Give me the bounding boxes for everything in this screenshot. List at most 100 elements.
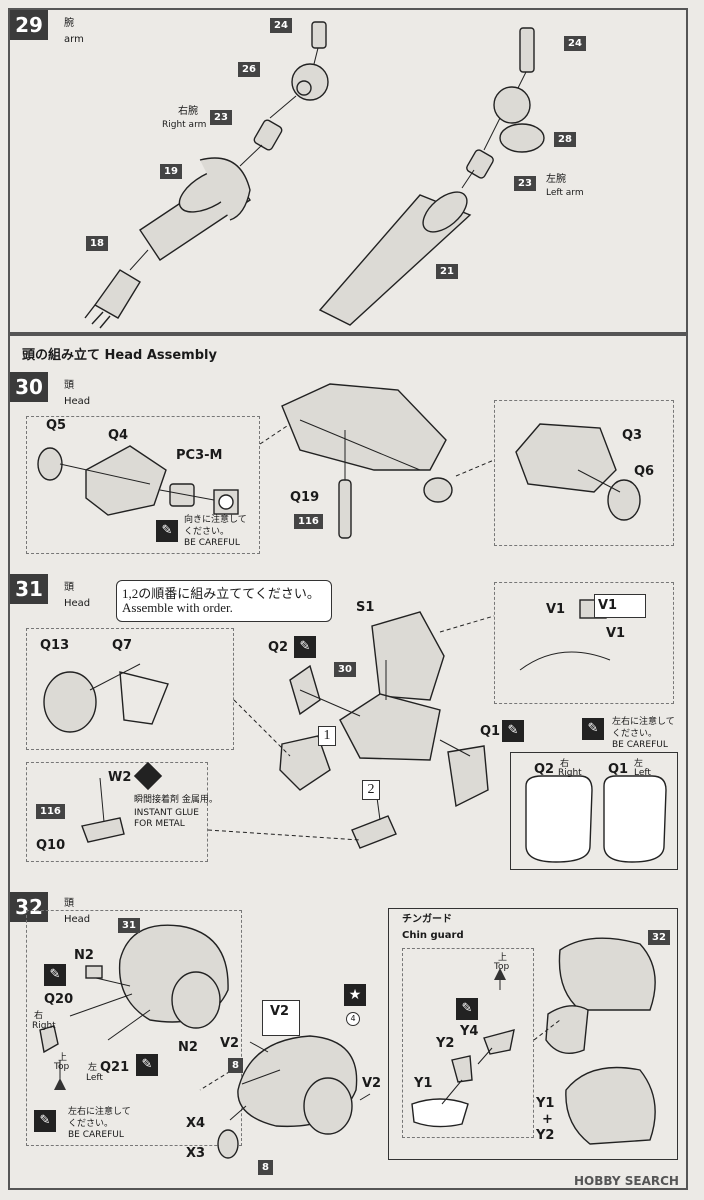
y2-label: Y2 <box>436 1036 455 1051</box>
chin-guard-box <box>388 908 678 1160</box>
part-28-tag: 28 <box>554 132 576 147</box>
ref-31-tag: 31 <box>118 918 140 933</box>
order-2-badge: 2 <box>362 780 380 800</box>
q21-paint-icon: ✎ <box>136 1054 158 1076</box>
q3-label: Q3 <box>622 428 643 443</box>
part-26-tag: 26 <box>238 62 260 77</box>
paint-116-tag-31: 116 <box>36 804 65 819</box>
step-32-careful-en: BE CAREFUL <box>68 1130 124 1140</box>
step-31-careful-en: BE CAREFUL <box>612 740 668 750</box>
step-31-number: 31 <box>10 574 48 604</box>
left-jp: 左 <box>88 1063 98 1073</box>
n2-paint-icon: ✎ <box>44 964 66 986</box>
step-29-number: 29 <box>10 10 48 40</box>
ref-4-text: 4 <box>350 1014 356 1023</box>
v2b-label: V2 <box>362 1076 382 1091</box>
step-30-title-jp: 頭 <box>64 380 74 391</box>
v1box-label: V1 <box>598 598 618 613</box>
lr-caution-icon-32: ✎ <box>34 1110 56 1132</box>
step-32-title-jp: 頭 <box>64 898 74 909</box>
step-30-detail-right <box>494 400 674 546</box>
chin-guard-detail <box>402 948 534 1138</box>
w2-label: W2 <box>108 770 132 785</box>
order-1-badge: 1 <box>318 726 336 746</box>
step-32-detail-left <box>26 910 242 1146</box>
glue-jp: 瞬間接着剤 金属用。 <box>134 795 218 805</box>
chin-guard-jp: チンガード <box>402 914 452 925</box>
ref-4-badge: 4 <box>346 1012 360 1026</box>
guide-q2-side-jp: 右 <box>560 759 570 769</box>
q21-label: Q21 <box>100 1060 130 1075</box>
guide-q2-side-en: Right <box>558 768 582 778</box>
right-jp: 右 <box>34 1011 44 1021</box>
step-31-detail-right <box>494 582 674 704</box>
q7-label: Q7 <box>112 638 133 653</box>
step-31-careful-jp: 左右に注意して ください。 <box>612 717 675 739</box>
v2a-label: V2 <box>220 1036 240 1051</box>
chin-paint-icon: ✎ <box>456 998 478 1020</box>
ref-30-tag: 30 <box>334 662 356 677</box>
chin-top-en: Top <box>494 962 510 972</box>
section-title: 頭の組み立て Head Assembly <box>22 348 217 363</box>
q1-paint-icon: ✎ <box>502 720 524 742</box>
v1b-label: V1 <box>606 626 626 641</box>
guide-q1-label: Q1 <box>608 762 629 777</box>
glue-en: INSTANT GLUE FOR METAL <box>134 808 199 829</box>
q13-label: Q13 <box>40 638 70 653</box>
q4-label: Q4 <box>108 428 129 443</box>
step-30-title-en: Head <box>64 396 91 407</box>
x4-label: X4 <box>186 1116 206 1131</box>
step-32-careful-jp: 左右に注意して ください。 <box>68 1107 131 1129</box>
part-24-tag: 24 <box>270 18 292 33</box>
q2-label: Q2 <box>268 640 289 655</box>
part-23-tag: 23 <box>210 110 232 125</box>
step-31-title-jp: 頭 <box>64 582 74 593</box>
ref-32-tag: 32 <box>648 930 670 945</box>
chin-guard-en: Chin guard <box>402 930 464 941</box>
star-icon: ★ <box>344 984 366 1006</box>
q20-label: Q20 <box>44 992 74 1007</box>
guide-q2-label: Q2 <box>534 762 555 777</box>
v2box-label: V2 <box>270 1004 290 1019</box>
part-18-tag: 18 <box>86 236 108 251</box>
v2-box <box>262 1000 300 1036</box>
step-30-detail-left <box>26 416 260 554</box>
right-arm-label-en: Right arm <box>162 120 207 130</box>
step-31-title-en: Head <box>64 598 91 609</box>
y1-label: Y1 <box>414 1076 433 1091</box>
v1-box <box>594 594 646 618</box>
x3-label: X3 <box>186 1146 206 1161</box>
ref-8a-tag: 8 <box>228 1058 243 1073</box>
paint-116-tag: 116 <box>294 514 323 529</box>
lr-caution-icon: ✎ <box>582 718 604 740</box>
order-note-jp: 1,2の順番に組み立ててください。 <box>122 586 320 601</box>
q10-label: Q10 <box>36 838 66 853</box>
n2b-label: N2 <box>178 1040 198 1055</box>
order-note-en: Assemble with order. <box>122 600 233 615</box>
guide-q1-side-jp: 左 <box>634 759 644 769</box>
side-guide-box <box>510 752 678 870</box>
step-30-careful-en: BE CAREFUL <box>184 538 240 548</box>
order-note-box <box>116 580 332 622</box>
top-en: Top <box>54 1062 70 1072</box>
step-31-detail-left-bottom <box>26 762 208 862</box>
step-29-panel <box>8 8 688 334</box>
top-jp: 上 <box>58 1053 68 1063</box>
v1a-label: V1 <box>546 602 566 617</box>
step-30-careful-jp: 向きに注意して ください。 <box>184 515 247 537</box>
step-30-number: 30 <box>10 372 48 402</box>
combo-y1-label: Y1 <box>536 1096 555 1111</box>
part-21-tag: 21 <box>436 264 458 279</box>
n2a-label: N2 <box>74 948 94 963</box>
q6-label: Q6 <box>634 464 655 479</box>
step-29-title-jp: 腕 <box>64 18 74 29</box>
left-en: Left <box>86 1073 103 1083</box>
paint-caution-icon: ✎ <box>156 520 178 542</box>
step-32-number: 32 <box>10 892 48 922</box>
guide-q1-side-en: Left <box>634 768 651 778</box>
q2-paint-icon: ✎ <box>294 636 316 658</box>
head-assembly-panel <box>8 334 688 1190</box>
